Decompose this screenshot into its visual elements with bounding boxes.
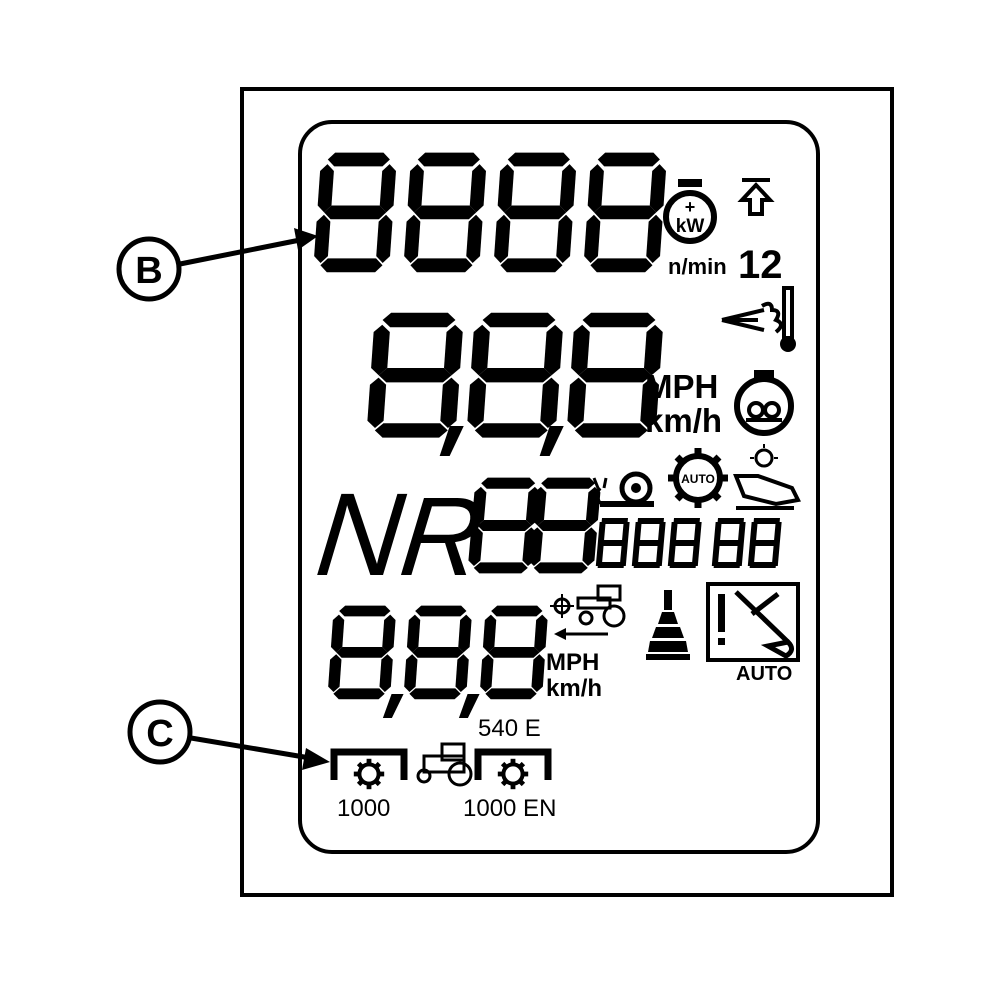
- pto-gear-icon: [474, 748, 552, 789]
- speed-unit-kmh: km/h: [645, 402, 722, 439]
- rpm-unit: n/min: [668, 254, 727, 279]
- steering-warning-icon: [706, 582, 800, 662]
- speed-digits: [366, 312, 665, 456]
- svg-text:kW: kW: [676, 216, 705, 237]
- auto-badge: AUTO: [736, 663, 792, 685]
- cruise-unit-mph: MPH: [546, 649, 599, 676]
- direction-n: N: [311, 469, 411, 601]
- shift-lever-icon: [646, 590, 690, 660]
- cruise-speed-digits: [327, 605, 549, 718]
- callout-b-label: B: [135, 250, 162, 292]
- speed-unit-mph: MPH: [645, 368, 718, 405]
- callout-b: B: [116, 228, 318, 302]
- auto-gear-icon: AUTO: [668, 448, 728, 508]
- exhaust-temperature-icon: [721, 286, 796, 352]
- gear-number: 12: [738, 243, 783, 287]
- engine-turbo-icon: [734, 370, 794, 436]
- hand-throttle-icon: [733, 444, 801, 510]
- pto-gear-icon: [330, 748, 408, 789]
- pto-1000en: 1000 EN: [463, 795, 556, 822]
- gear-auto-label: AUTO: [681, 472, 715, 486]
- creeper-snail-icon: [592, 471, 654, 507]
- tractor-icon: [416, 742, 473, 787]
- svg-text:+: +: [685, 197, 696, 217]
- cruise-unit-kmh: km/h: [546, 675, 602, 702]
- upshift-arrow-icon: [737, 178, 775, 216]
- callout-c: C: [127, 699, 330, 770]
- engine-power-icon: + kW: [663, 179, 717, 244]
- callout-c-label: C: [146, 713, 173, 755]
- pto-540e: 540 E: [478, 715, 541, 742]
- pto-1000: 1000: [337, 795, 390, 822]
- cruise-target-icon: [550, 584, 626, 640]
